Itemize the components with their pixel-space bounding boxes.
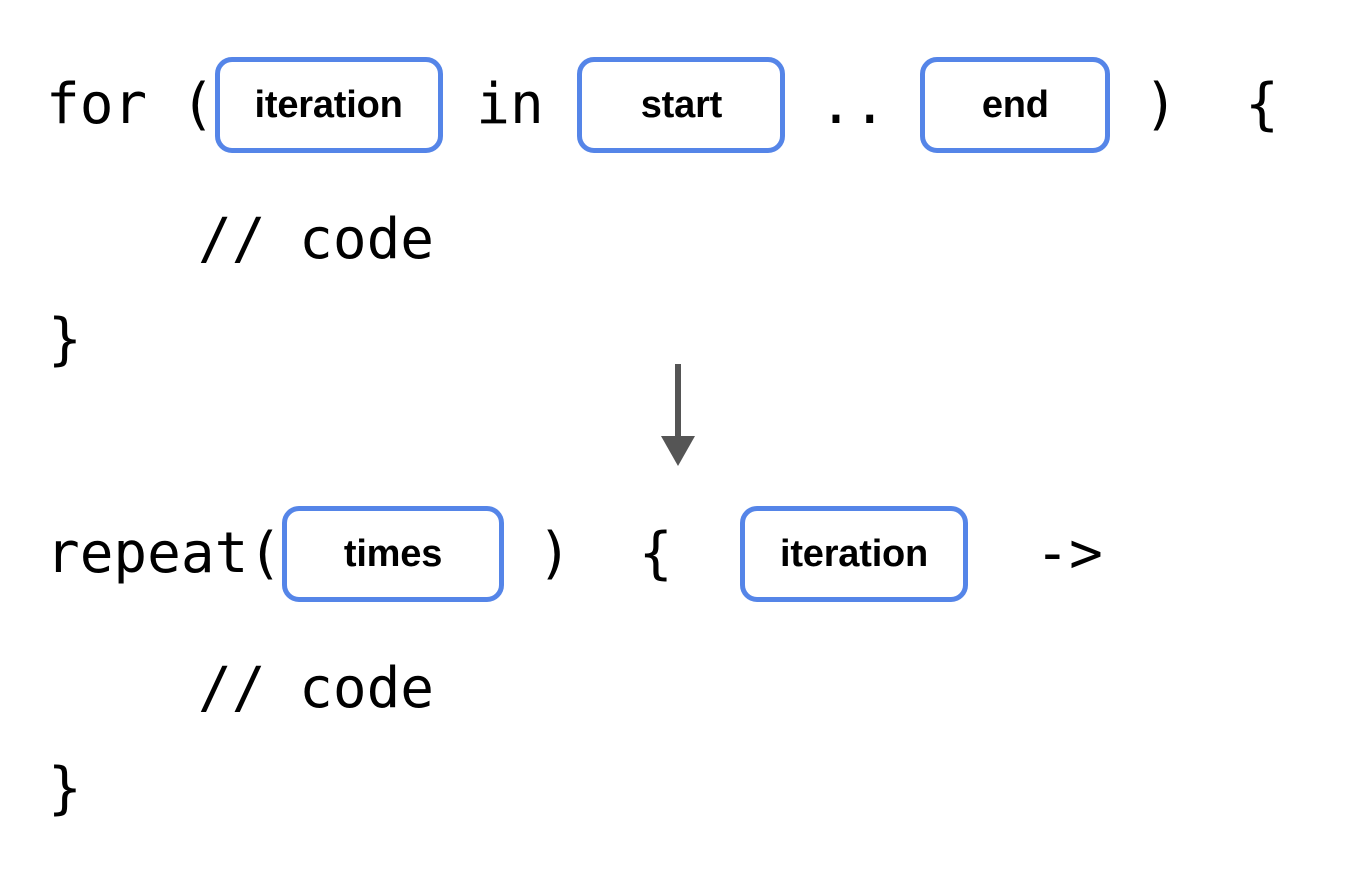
for-loop-closing-brace: }	[48, 292, 82, 388]
range-operator: ..	[785, 72, 921, 137]
repeat-closing-brace: }	[48, 741, 82, 837]
keyword-repeat: repeat(	[46, 521, 283, 586]
comment-text: // code	[198, 656, 435, 721]
slot-lambda-parameter[interactable]: iteration	[740, 506, 969, 602]
repeat-signature-line: repeat( times ) { iteration ->	[46, 506, 1103, 602]
comment-text: // code	[198, 207, 435, 272]
slot-range-end[interactable]: end	[920, 57, 1111, 153]
for-loop-signature-line: for ( iteration in start .. end ) {	[46, 57, 1279, 153]
slot-iteration-variable[interactable]: iteration	[214, 57, 443, 153]
closing-brace: }	[48, 307, 82, 372]
arrow-down-glyph	[661, 364, 695, 466]
lambda-arrow: ->	[968, 521, 1103, 586]
for-loop-body-comment: // code	[198, 192, 434, 288]
arrow-down-icon	[652, 360, 704, 472]
slot-times-count[interactable]: times	[282, 506, 505, 602]
slot-range-start[interactable]: start	[577, 57, 786, 153]
closing-paren-open-brace: ) {	[1110, 72, 1279, 137]
keyword-in: in	[442, 72, 578, 137]
closing-paren-open-brace: ) {	[504, 521, 741, 586]
repeat-body-comment: // code	[198, 641, 434, 737]
keyword-for: for (	[46, 72, 215, 137]
closing-brace: }	[48, 756, 82, 821]
